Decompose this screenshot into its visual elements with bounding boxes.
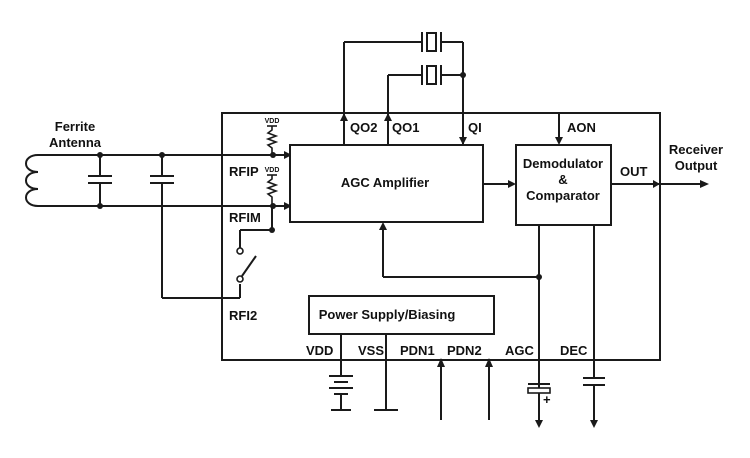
- agc-feedback-loop: [379, 222, 542, 410]
- arrow-aon: [555, 137, 563, 145]
- pin-label-qo1: QO1: [392, 120, 419, 135]
- pin-label-out: OUT: [620, 164, 648, 179]
- agc-amplifier-block: [289, 144, 484, 223]
- agc-amplifier-label: AGC Amplifier: [341, 175, 429, 190]
- receiver-output-line2: Output: [675, 158, 718, 173]
- arrow-out: [700, 180, 709, 188]
- pin-label-rfim: RFIM: [229, 210, 261, 225]
- arrow-into-agc: [284, 202, 292, 210]
- power-supply-label: Power Supply/Biasing: [319, 307, 456, 322]
- crystal-filter-network: [340, 32, 467, 145]
- pin-label-agc: AGC: [505, 343, 535, 358]
- tuning-capacitor-1: [88, 155, 112, 206]
- pdn1-input-arrow: [437, 358, 445, 420]
- agc-capacitor: [527, 383, 551, 428]
- pin-label-dec: DEC: [560, 343, 588, 358]
- pin-label-qi: QI: [468, 120, 482, 135]
- pin-label-aon: AON: [567, 120, 596, 135]
- dec-capacitor: [583, 377, 605, 428]
- rfi2-switch: [236, 206, 275, 298]
- antenna-label-line1: Ferrite: [55, 119, 95, 134]
- pdn2-input-arrow: [485, 358, 493, 420]
- pin-label-qo2: QO2: [350, 120, 377, 135]
- battery-icon: [329, 334, 353, 411]
- ferrite-antenna-coil: [25, 154, 100, 207]
- bias-resistor-2: [265, 174, 279, 206]
- pin-label-pdn2: PDN2: [447, 343, 482, 358]
- agc-cap-polarity-mark: +: [543, 392, 551, 407]
- pin-label-rfip: RFIP: [229, 164, 259, 179]
- demodulator-comparator-block: [515, 144, 612, 226]
- pin-dot-rfip: [270, 152, 276, 158]
- pin-label-pdn1: PDN1: [400, 343, 435, 358]
- antenna-label-line2: Antenna: [49, 135, 102, 150]
- pin-label-rfi2: RFI2: [229, 308, 257, 323]
- vdd-small-label-2: VDD: [265, 167, 280, 174]
- tuning-capacitor-2: [150, 155, 240, 299]
- receiver-output-line1: Receiver: [669, 142, 723, 157]
- demod-label-line1: Demodulator: [523, 156, 603, 171]
- pin-label-vdd: VDD: [306, 343, 333, 358]
- ground-icon: [374, 334, 398, 411]
- arrow-into-demod: [508, 180, 516, 188]
- bias-resistor-1: [265, 125, 279, 155]
- demod-label-line2: &: [558, 172, 567, 187]
- pin-label-vss: VSS: [358, 343, 384, 358]
- power-supply-block: [308, 295, 495, 335]
- vdd-small-label-1: VDD: [265, 118, 280, 125]
- demod-label-line3: Comparator: [526, 188, 600, 203]
- arrow-out-pin: [653, 180, 660, 188]
- arrow-into-agc: [284, 151, 292, 159]
